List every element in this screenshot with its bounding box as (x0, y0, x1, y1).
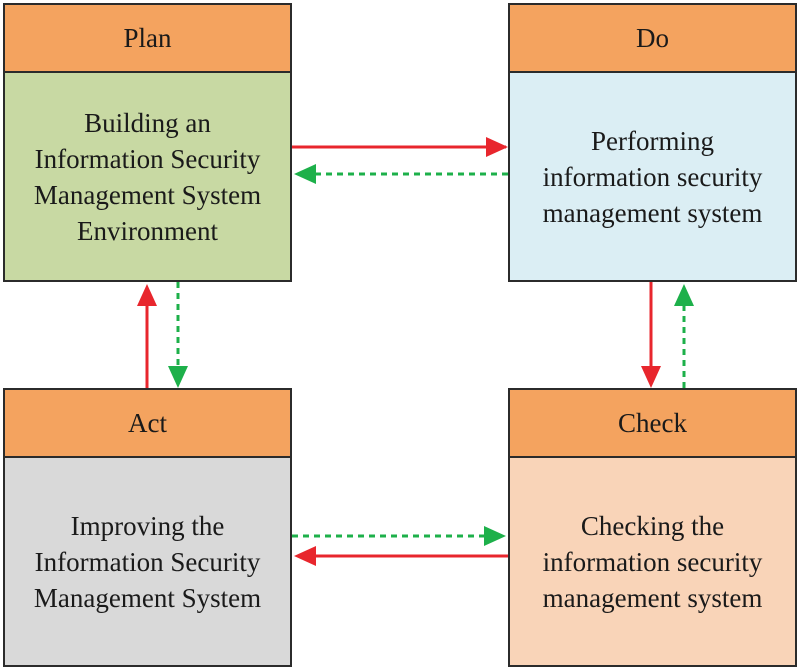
check-box: Check Checking the information security … (508, 388, 797, 667)
act-box: Act Improving the Information Security M… (3, 388, 292, 667)
do-body: Performing information security manageme… (510, 73, 795, 280)
do-text: Performing information security manageme… (542, 125, 763, 228)
act-body: Improving the Information Security Manag… (5, 458, 290, 665)
act-to-check-arrowhead (484, 526, 506, 546)
plan-body: Building an Information Security Managem… (5, 73, 290, 280)
act-header: Act (5, 390, 290, 458)
act-to-plan-arrowhead (137, 284, 157, 306)
plan-to-do-arrowhead (486, 137, 508, 157)
plan-to-act-arrowhead (168, 366, 188, 388)
do-to-plan-arrowhead (294, 164, 316, 184)
do-to-check-arrowhead (641, 366, 661, 388)
do-header: Do (510, 5, 795, 73)
check-to-act-arrowhead (294, 546, 316, 566)
check-to-do-arrowhead (674, 284, 694, 306)
check-header: Check (510, 390, 795, 458)
check-text: Checking the information security manage… (542, 510, 763, 613)
plan-box: Plan Building an Information Security Ma… (3, 3, 292, 282)
do-box: Do Performing information security manag… (508, 3, 797, 282)
act-text: Improving the Information Security Manag… (33, 510, 262, 613)
plan-text: Building an Information Security Managem… (33, 107, 262, 246)
check-body: Checking the information security manage… (510, 458, 795, 665)
plan-header: Plan (5, 5, 290, 73)
